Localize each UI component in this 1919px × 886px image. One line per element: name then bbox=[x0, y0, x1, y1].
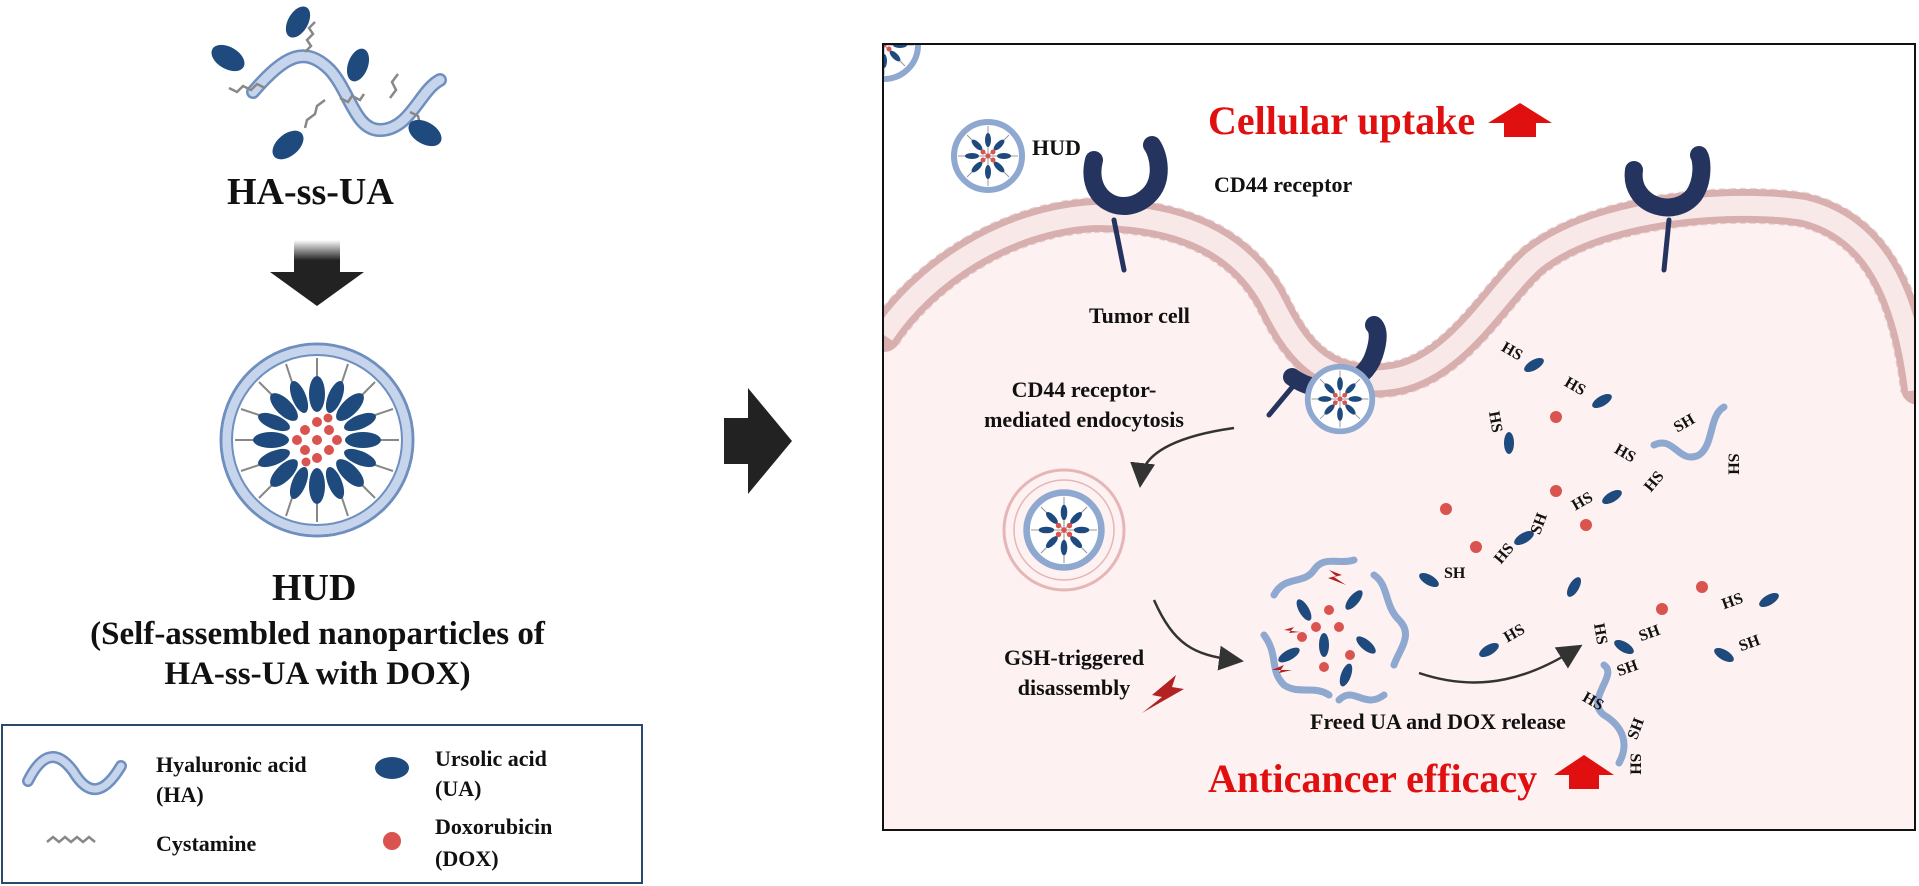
cell-membrane-graphic bbox=[884, 45, 1914, 407]
lightning-icon bbox=[1142, 675, 1184, 713]
process-arrows bbox=[1130, 426, 1583, 684]
hud-description-line2: HA-ss-UA with DOX) bbox=[164, 656, 471, 692]
legend-graphics bbox=[22, 751, 409, 850]
legend-cystamine-label: Cystamine bbox=[156, 831, 257, 856]
polymer-label: HA-ss-UA bbox=[227, 171, 394, 213]
hud-title: HUD bbox=[272, 567, 357, 609]
gsh-label-line1: GSH-triggered bbox=[1003, 645, 1145, 670]
legend-dox-label-1: Doxorubicin bbox=[435, 814, 553, 839]
release-label: Freed UA and DOX release bbox=[1310, 709, 1566, 734]
hud-label: HUD bbox=[1032, 135, 1081, 160]
legend-ha-label-1: Hyaluronic acid bbox=[156, 752, 307, 777]
legend-box: Hyaluronic acid (HA) Cystamine Ursolic a… bbox=[1, 724, 643, 884]
thiol-label: HS bbox=[1484, 409, 1506, 434]
up-arrow-icon bbox=[1488, 103, 1614, 789]
thiol-label: SH bbox=[1626, 753, 1644, 775]
endocytosis-label-line2: mediated endocytosis bbox=[984, 407, 1184, 432]
thiol-label: SH bbox=[1724, 453, 1742, 475]
legend-dox-label-2: (DOX) bbox=[435, 846, 499, 871]
hud-particle-icon bbox=[884, 45, 1916, 592]
cellular-uptake-title: Cellular uptake bbox=[1208, 98, 1476, 143]
legend-ua-label-1: Ursolic acid bbox=[435, 746, 547, 771]
legend-ha-label-2: (HA) bbox=[156, 782, 204, 807]
mechanism-panel: HS HS HS HS HS HS HS HS HS HS HS SH SH S… bbox=[882, 43, 1916, 831]
cd44-receptor-icon bbox=[1083, 136, 1711, 418]
hud-description-line1: (Self-assembled nanoparticles of bbox=[90, 616, 545, 652]
tumor-cell-label: Tumor cell bbox=[1089, 303, 1190, 328]
released-molecules-graphic bbox=[1419, 358, 1779, 767]
anticancer-efficacy-title: Anticancer efficacy bbox=[1208, 756, 1538, 801]
endocytosis-label-line1: CD44 receptor- bbox=[1011, 377, 1157, 402]
thiol-label: SH bbox=[1444, 565, 1466, 582]
thiol-label: HS bbox=[1589, 621, 1611, 646]
legend-ua-label-2: (UA) bbox=[435, 776, 482, 801]
disassembled-particle-graphic bbox=[1260, 556, 1409, 704]
cd44-receptor-label: CD44 receptor bbox=[1214, 172, 1353, 197]
gsh-label-line2: disassembly bbox=[1017, 675, 1131, 700]
